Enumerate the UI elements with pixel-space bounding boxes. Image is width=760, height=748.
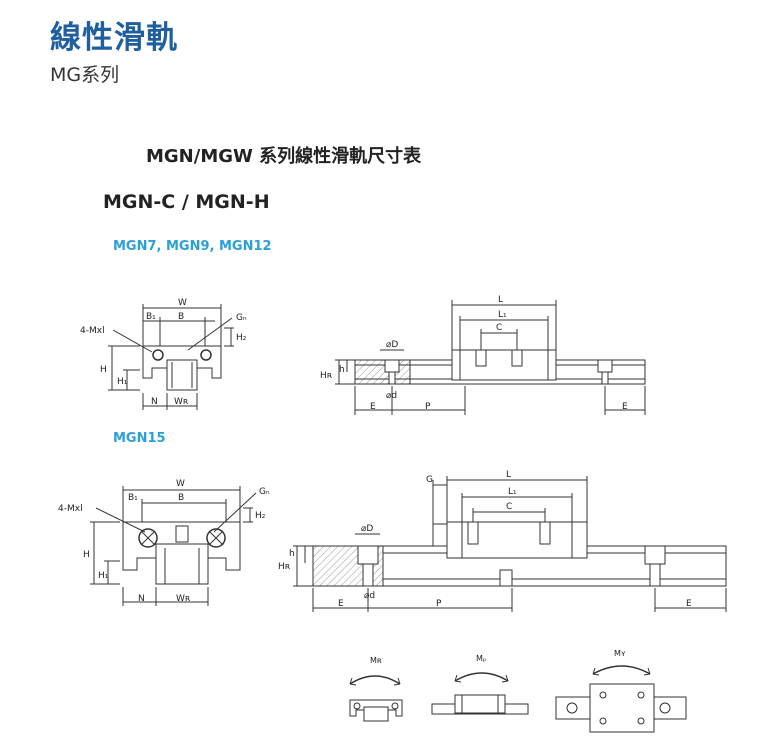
- dim-gn: Gₙ: [259, 487, 270, 497]
- dim-mxl: 4-Mxl: [58, 504, 83, 514]
- moment-diagrams: [349, 665, 687, 733]
- dim-e-left: E: [338, 599, 344, 609]
- table-title: MGN/MGW 系列線性滑軌尺寸表: [146, 146, 422, 167]
- variant-title: MGN-C / MGN-H: [103, 191, 270, 213]
- moment-my-label: Mʏ: [614, 649, 626, 658]
- dim-b1: B₁: [128, 493, 138, 503]
- dim-w: W: [176, 479, 185, 489]
- dim-phi-d: ⌀d: [386, 391, 397, 401]
- dim-h: H: [100, 365, 107, 375]
- dim-h: H: [83, 550, 90, 560]
- dim-gn: Gₙ: [236, 313, 247, 323]
- dim-b1: B₁: [146, 312, 156, 322]
- dim-b: B: [178, 493, 184, 503]
- moment-mr-label: Mʀ: [370, 656, 382, 665]
- dim-c: C: [496, 323, 502, 333]
- dim-h2: H₂: [255, 511, 266, 521]
- dim-c: C: [506, 502, 512, 512]
- dim-n: N: [138, 594, 145, 604]
- dim-w: W: [178, 298, 187, 308]
- dim-l: L: [498, 295, 503, 305]
- dim-n: N: [151, 397, 158, 407]
- dim-e-right: E: [622, 402, 628, 412]
- dim-e-right: E: [686, 599, 692, 609]
- dim-wr: Wʀ: [176, 594, 191, 604]
- dim-hr: Hʀ: [278, 562, 291, 572]
- dim-h-small: h: [289, 549, 295, 559]
- dim-h1: H₁: [98, 571, 109, 581]
- dim-h-small: h: [339, 365, 345, 375]
- dim-e-left: E: [370, 402, 376, 412]
- dim-hr: Hʀ: [320, 371, 333, 381]
- dim-l1: L₁: [508, 487, 517, 497]
- section-label-mgn15: MGN15: [113, 431, 166, 446]
- dim-mxl: 4-Mxl: [80, 326, 105, 336]
- moment-mp-label: Mₚ: [476, 654, 486, 663]
- section-label-small: MGN7, MGN9, MGN12: [113, 239, 272, 254]
- series-subtitle: MG系列: [50, 64, 120, 86]
- dim-h2: H₂: [236, 333, 247, 343]
- page-title: 線性滑軌: [50, 20, 178, 56]
- dim-p: P: [436, 599, 442, 609]
- dim-wr: Wʀ: [174, 397, 189, 407]
- dim-phid: ⌀D: [386, 340, 398, 350]
- dim-h1: H₁: [117, 377, 128, 387]
- dim-b: B: [178, 312, 184, 322]
- dim-g: G: [426, 475, 433, 485]
- dim-l: L: [506, 470, 511, 480]
- dim-phi-d: ⌀d: [364, 591, 375, 601]
- dim-l1: L₁: [498, 310, 507, 320]
- dim-p: P: [425, 402, 431, 412]
- dim-phid: ⌀D: [361, 524, 373, 534]
